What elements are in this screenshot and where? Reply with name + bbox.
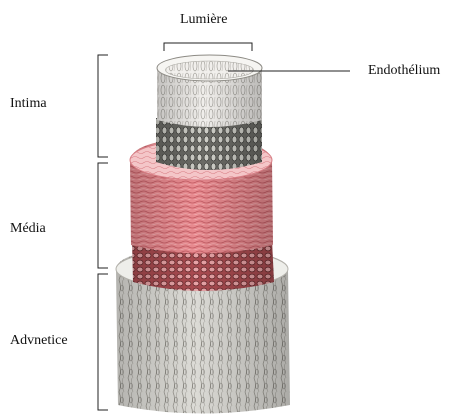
intima-bracket xyxy=(98,55,108,157)
lumen-label: Lumière xyxy=(180,12,227,28)
adventitia-bracket xyxy=(98,274,108,410)
media-label: Média xyxy=(10,221,46,237)
adventitia-label: Advnetice xyxy=(10,333,68,349)
intima-label: Intima xyxy=(10,96,47,112)
intima-endothelium-tube xyxy=(157,55,262,127)
lumen-bracket xyxy=(164,43,252,51)
endothelium-label: Endothélium xyxy=(368,63,440,79)
media-bracket xyxy=(98,163,108,268)
